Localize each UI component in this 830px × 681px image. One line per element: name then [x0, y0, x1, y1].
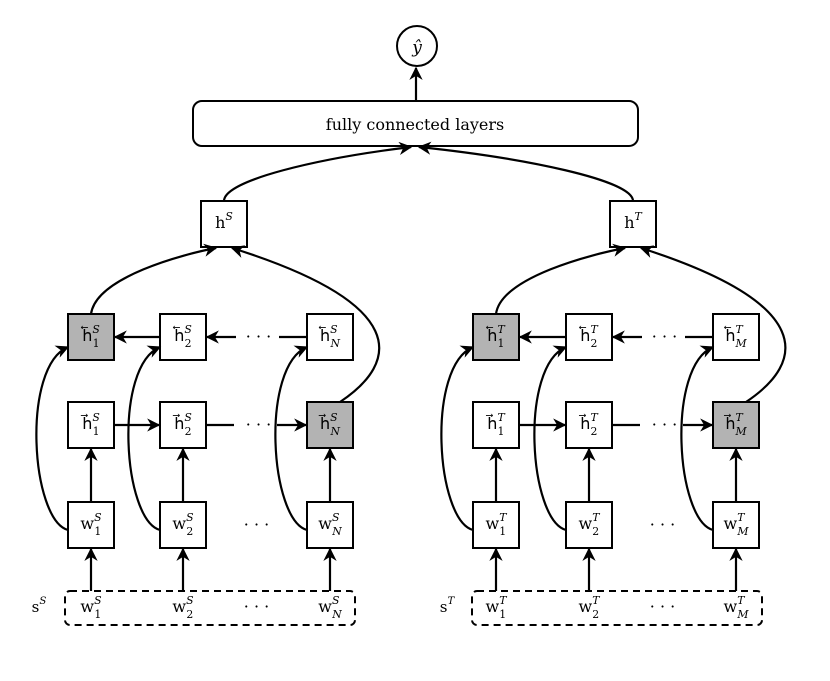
forward-to-representation-arrow [639, 245, 787, 403]
forward-to-representation-arrow [230, 245, 381, 403]
sentence-representation-label: hS [215, 210, 233, 232]
output-node: ŷ [396, 25, 438, 67]
backward-to-representation-arrow [89, 243, 218, 315]
word-to-backward-arrow [533, 345, 568, 532]
fully-connected-layers-box: fully connected layers [192, 100, 639, 147]
backward-ellipsis: · · · [246, 327, 271, 346]
sentence-label: sT [440, 596, 456, 616]
output-label: ŷ [411, 38, 422, 58]
forward-ellipsis: · · · [652, 415, 677, 434]
backward-hidden-box-N [306, 313, 354, 361]
forward-ellipsis: · · · [246, 415, 271, 434]
fc-label: fully connected layers [326, 115, 504, 134]
sentence-representation-box [200, 200, 248, 248]
word-to-backward-arrow [35, 345, 70, 532]
word-to-backward-arrow [127, 345, 162, 532]
forward-hidden-box-1 [472, 401, 520, 449]
word-ellipsis: · · · [244, 515, 269, 534]
representation-to-fc-arrow [417, 141, 635, 202]
word-to-backward-arrow [680, 345, 715, 532]
backward-to-representation-arrow [494, 243, 627, 315]
backward-ellipsis: · · · [652, 327, 677, 346]
sentence-box [64, 590, 356, 626]
sentence-label: sS [32, 596, 47, 616]
word-to-backward-arrow [440, 345, 475, 532]
representation-to-fc-arrow [222, 141, 413, 202]
word-embedding-box-1 [472, 501, 520, 549]
sentence-ellipsis: · · · [650, 597, 675, 616]
sentence-box [471, 590, 763, 626]
word-ellipsis: · · · [650, 515, 675, 534]
sentence-ellipsis: · · · [244, 597, 269, 616]
word-to-backward-arrow [274, 345, 309, 532]
sentence-representation-label: hT [624, 210, 642, 232]
